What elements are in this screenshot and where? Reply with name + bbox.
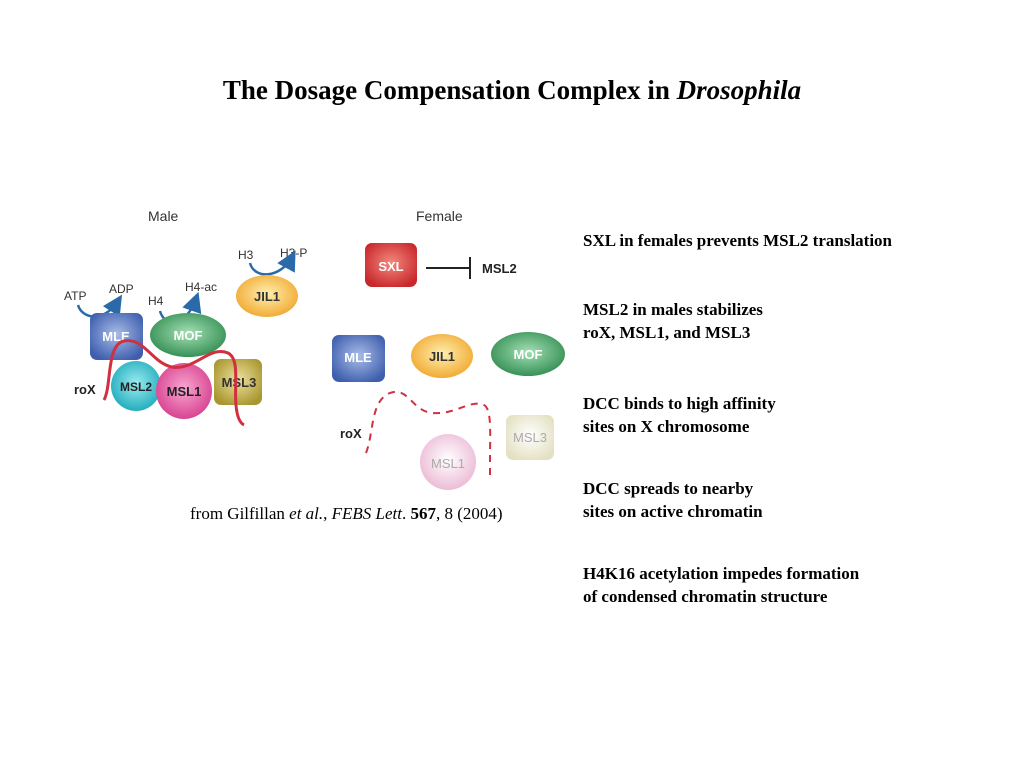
rox-rna-female	[365, 390, 492, 477]
msl1-female: MSL1	[420, 434, 476, 490]
h3-label: H3	[238, 248, 254, 262]
msl3-female-label: MSL3	[513, 430, 547, 445]
point-5-line-2: of condensed chromatin structure	[583, 587, 828, 606]
point-3-line-1: DCC binds to high affinity	[583, 394, 776, 413]
h4ac-label: H4-ac	[185, 280, 217, 294]
msl2-male-label: MSL2	[120, 380, 152, 394]
msl3-male: MSL3	[214, 359, 262, 405]
h3-phosphorylation-arrow	[248, 250, 296, 276]
caption-pre: from Gilfillan	[190, 504, 290, 523]
msl2-female-label: MSL2	[482, 261, 517, 276]
point-5: H4K16 acetylation impedes formation of c…	[583, 562, 859, 608]
mle-female: MLE	[332, 335, 385, 382]
h3p-label: H3-P	[280, 246, 307, 260]
msl3-female: MSL3	[506, 415, 554, 460]
adp-label: ADP	[109, 282, 134, 296]
caption-dot: .	[402, 504, 411, 523]
figure-caption: from Gilfillan et al., FEBS Lett. 567, 8…	[190, 504, 503, 524]
msl1-male-label: MSL1	[167, 384, 202, 399]
point-3: DCC binds to high affinity sites on X ch…	[583, 392, 776, 438]
female-label: Female	[416, 208, 463, 224]
mof-male: MOF	[150, 313, 226, 357]
mof-female-label: MOF	[514, 347, 543, 362]
atp-label: ATP	[64, 289, 86, 303]
caption-volume: 567	[410, 504, 437, 523]
jil1-female-label: JIL1	[429, 349, 455, 364]
jil1-female: JIL1	[411, 334, 473, 378]
point-2: MSL2 in males stabilizes roX, MSL1, and …	[583, 298, 763, 344]
rox-female-label: roX	[340, 426, 362, 441]
caption-rest: , 8 (2004)	[436, 504, 503, 523]
msl1-male: MSL1	[156, 363, 212, 419]
caption-comma: ,	[323, 504, 332, 523]
point-1: SXL in females prevents MSL2 translation	[583, 229, 892, 252]
caption-et-al: et al.	[289, 504, 324, 523]
rox-male-label: roX	[74, 382, 96, 397]
point-1-line-1: SXL in females prevents MSL2 translation	[583, 231, 893, 250]
inhibition-bar	[426, 257, 471, 279]
point-5-line-1: H4K16 acetylation impedes formation	[583, 564, 860, 583]
msl3-male-label: MSL3	[222, 375, 257, 390]
point-4: DCC spreads to nearby sites on active ch…	[583, 477, 763, 523]
point-3-line-2: sites on X chromosome	[583, 417, 750, 436]
h4-label: H4	[148, 294, 164, 308]
title-italic: Drosophila	[676, 75, 802, 105]
point-2-line-1: MSL2 in males stabilizes	[583, 300, 763, 319]
sxl-female-label: SXL	[378, 259, 403, 274]
jil1-male: JIL1	[236, 275, 298, 317]
sxl-female: SXL	[365, 243, 417, 287]
caption-journal: FEBS Lett	[331, 504, 403, 523]
title-main: The Dosage Compensation Complex in	[222, 75, 677, 105]
mle-female-label: MLE	[344, 350, 372, 365]
mle-male: MLE	[90, 313, 143, 360]
male-label: Male	[148, 208, 179, 224]
slide-title: The Dosage Compensation Complex in Droso…	[0, 75, 1024, 106]
mof-male-label: MOF	[174, 328, 203, 343]
point-4-line-2: sites on active chromatin	[583, 502, 763, 521]
rox-rna-male	[102, 339, 245, 427]
point-2-line-2: roX, MSL1, and MSL3	[583, 323, 751, 342]
point-4-line-1: DCC spreads to nearby	[583, 479, 754, 498]
msl2-male: MSL2	[111, 361, 161, 411]
msl1-female-label: MSL1	[431, 456, 465, 471]
mof-female: MOF	[491, 332, 565, 376]
jil1-male-label: JIL1	[254, 289, 280, 304]
dcc-diagram: Male ATP ADP H4 H4-ac H3 H3-P JIL1 MLE M…	[64, 208, 565, 490]
